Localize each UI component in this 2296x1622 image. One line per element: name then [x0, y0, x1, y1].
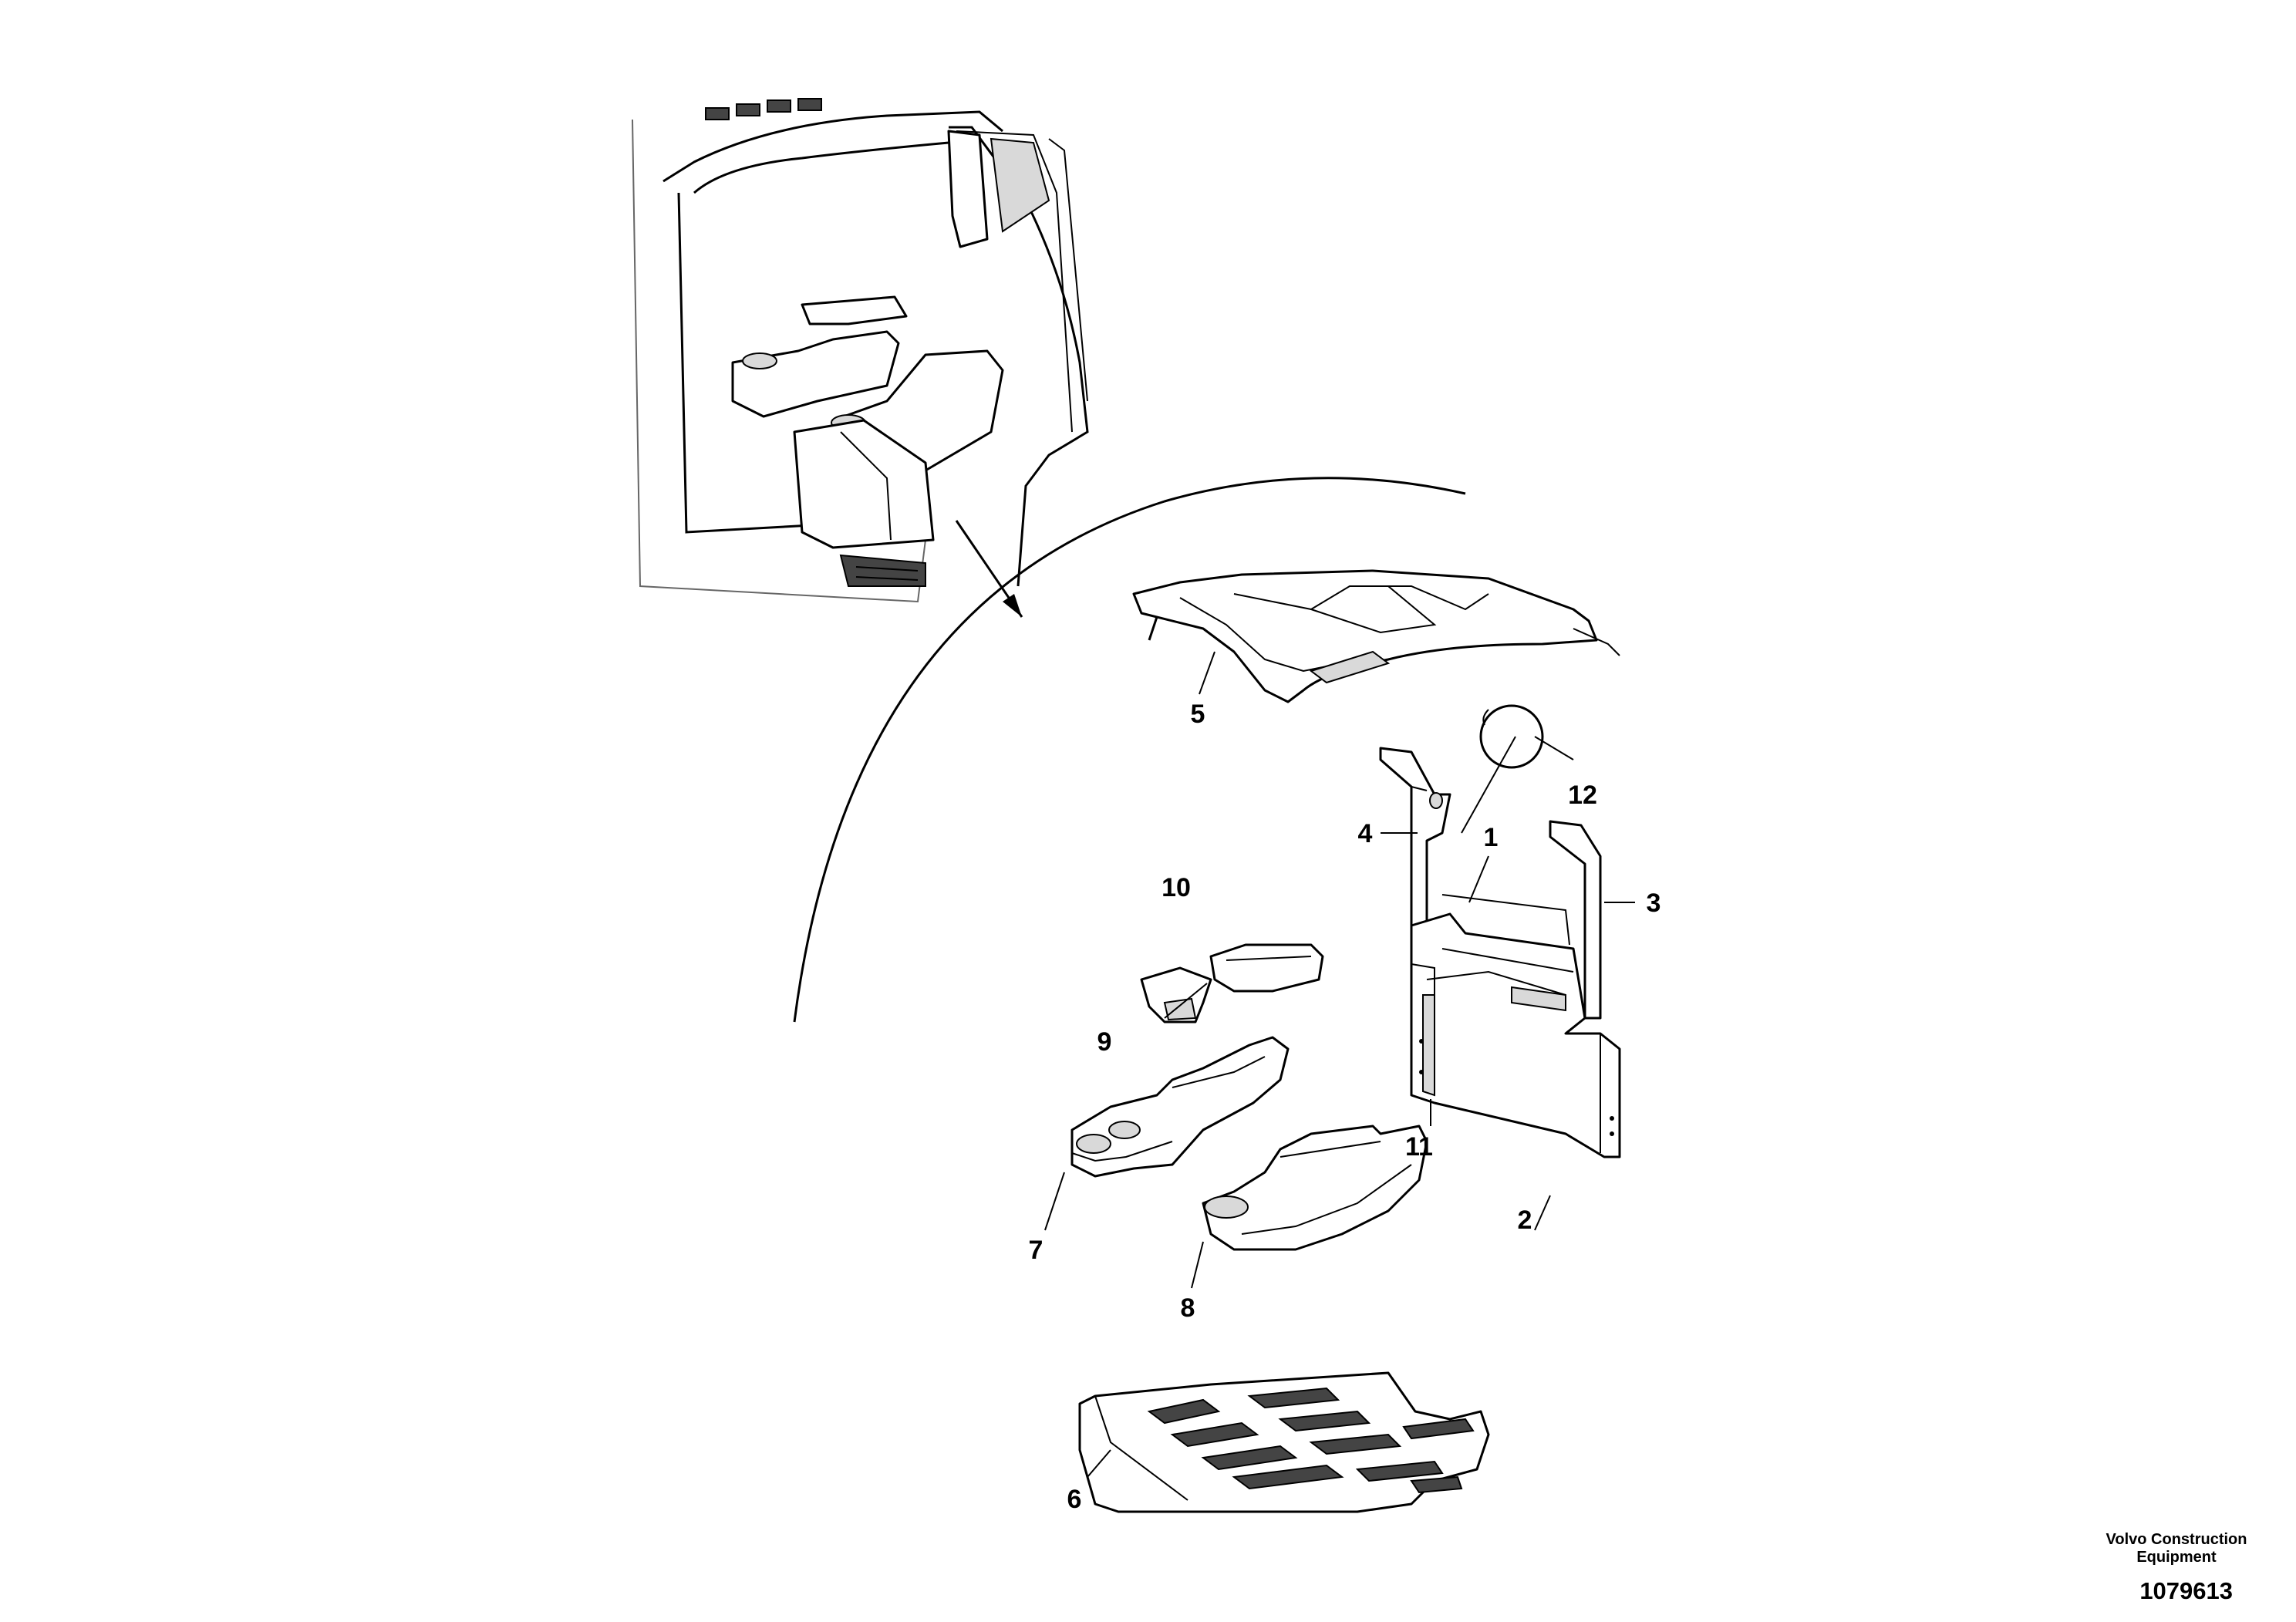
part-floor-mat	[1078, 1371, 1490, 1513]
callout-2: 2	[1518, 1206, 1532, 1235]
callout-8: 8	[1181, 1293, 1195, 1323]
callout-3: 3	[1647, 889, 1661, 918]
part-roof-liner	[1132, 569, 1620, 703]
part-armrest-pad-lower	[1140, 966, 1212, 1023]
callout-labels: 1 2 3 4 5 6 7 8 9 10 11 12	[1029, 700, 1661, 1514]
detail-arc	[793, 477, 1466, 1023]
part-left-console	[1070, 1036, 1290, 1178]
callout-4: 4	[1358, 819, 1373, 848]
part-rear-panel-assembly	[1379, 747, 1621, 1158]
leader-lines	[1044, 651, 1635, 1478]
callout-10: 10	[1161, 873, 1191, 902]
part-armrest-pad-upper	[1209, 943, 1324, 993]
part-right-console	[1202, 1125, 1428, 1251]
callout-6: 6	[1067, 1485, 1082, 1514]
callout-12: 12	[1568, 781, 1597, 810]
callout-5: 5	[1191, 700, 1205, 729]
brand-line-1: Volvo Construction	[2106, 1531, 2247, 1548]
callout-11: 11	[1405, 1132, 1433, 1162]
brand-line-2: Equipment	[2136, 1549, 2217, 1566]
part-round-cap	[1479, 704, 1544, 769]
brand-label: Volvo Construction Equipment	[2099, 1531, 2254, 1566]
callout-9: 9	[1097, 1027, 1112, 1057]
callout-7: 7	[1029, 1236, 1043, 1265]
callout-1: 1	[1484, 823, 1499, 852]
document-number: 1079613	[2139, 1577, 2233, 1604]
cab-overview-illustration	[632, 98, 1089, 618]
